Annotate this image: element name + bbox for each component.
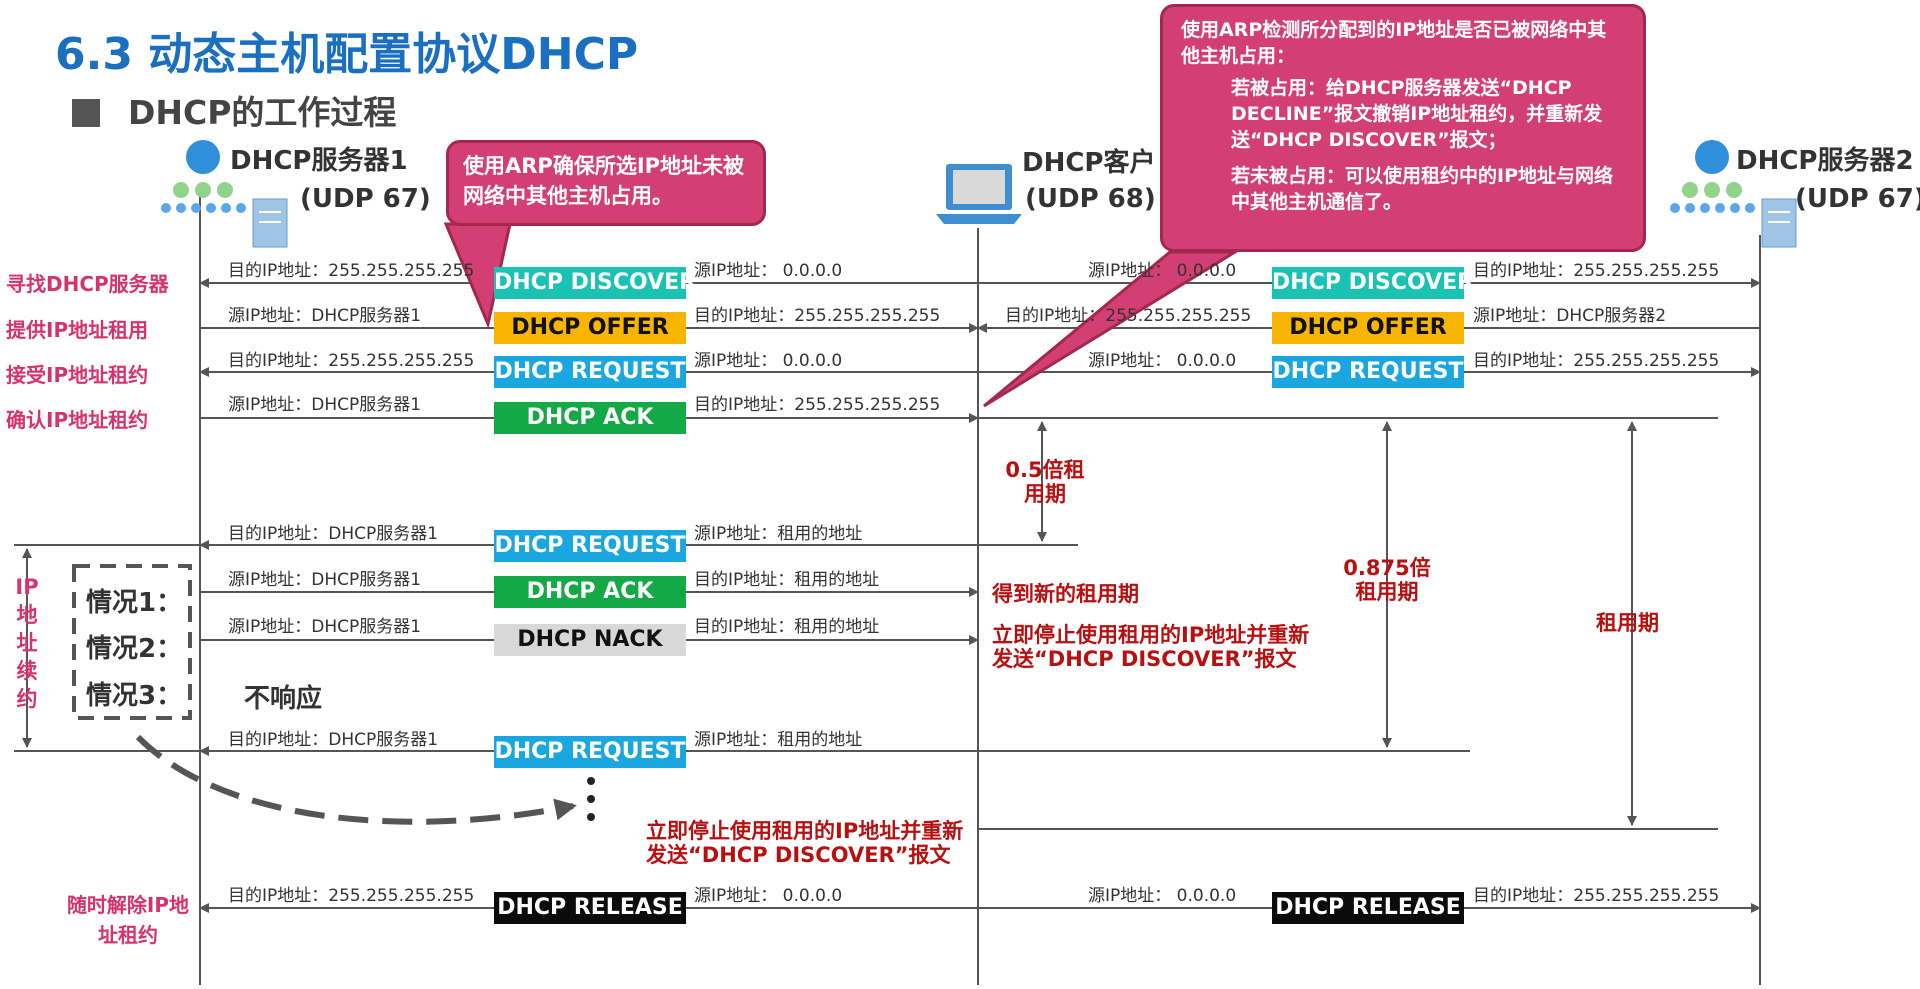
addr-label: 目的IP地址：DHCP服务器1 bbox=[228, 730, 439, 750]
step-confirm-lease: 确认IP地址租约 bbox=[6, 408, 149, 432]
arp-detect-free: 若未被占用：可以使用租约中的IP地址与网络中其他主机通信了。 bbox=[1231, 165, 1613, 213]
msg-ack-renew: DHCP ACK bbox=[494, 576, 686, 608]
addr-label: 目的IP地址：255.255.255.255 bbox=[228, 886, 475, 906]
msg-request-renew-2: DHCP REQUEST bbox=[494, 736, 686, 768]
arp-detect-used: 若被占用：给DHCP服务器发送“DHCP DECLINE”报文撤销IP地址租约，… bbox=[1231, 77, 1603, 151]
client-name: DHCP客户 bbox=[1022, 148, 1156, 178]
msg-offer-2: DHCP OFFER bbox=[1272, 312, 1464, 344]
addr-label: 源IP地址： 0.0.0.0 bbox=[694, 886, 843, 906]
addr-label: 目的IP地址：255.255.255.255 bbox=[228, 261, 475, 281]
new-lease-note: 得到新的租用期 bbox=[992, 582, 1139, 606]
no-response-label: 不响应 bbox=[244, 684, 323, 714]
msg-discover-2: DHCP DISCOVER bbox=[1272, 267, 1474, 299]
msg-request-2: DHCP REQUEST bbox=[1272, 356, 1464, 388]
addr-label: 源IP地址： 0.0.0.0 bbox=[1088, 351, 1237, 371]
msg-release-2: DHCP RELEASE bbox=[1272, 892, 1464, 924]
addr-label: 源IP地址： 0.0.0.0 bbox=[694, 261, 843, 281]
step-find-server: 寻找DHCP服务器 bbox=[6, 272, 169, 296]
server2-port: (UDP 67) bbox=[1795, 184, 1920, 214]
msg-request-1: DHCP REQUEST bbox=[494, 356, 686, 388]
section-subtitle: DHCP的工作过程 bbox=[72, 86, 396, 134]
addr-label: 目的IP地址：255.255.255.255 bbox=[1005, 306, 1252, 326]
stop-restart-note-2: 立即停止使用租用的IP地址并重新发送“DHCP DISCOVER”报文 bbox=[646, 819, 964, 867]
step-release-lease: 随时解除IP地址租约 bbox=[66, 893, 190, 947]
addr-label: 目的IP地址：255.255.255.255 bbox=[1473, 261, 1720, 281]
addr-label: 源IP地址：租用的地址 bbox=[694, 524, 863, 544]
server1-name: DHCP服务器1 bbox=[230, 146, 408, 176]
addr-label: 目的IP地址：255.255.255.255 bbox=[694, 395, 941, 415]
msg-discover-1: DHCP DISCOVER bbox=[494, 267, 696, 299]
page-title: 6.3 动态主机配置协议DHCP bbox=[55, 29, 639, 80]
addr-label: 目的IP地址：255.255.255.255 bbox=[228, 351, 475, 371]
server1-icon bbox=[161, 140, 288, 248]
addr-label: 源IP地址：DHCP服务器1 bbox=[228, 617, 422, 637]
addr-label: 源IP地址：DHCP服务器1 bbox=[228, 395, 422, 415]
addr-label: 源IP地址：租用的地址 bbox=[694, 730, 863, 750]
msg-offer-1: DHCP OFFER bbox=[494, 312, 686, 344]
addr-label: 源IP地址：DHCP服务器1 bbox=[228, 306, 422, 326]
server2-icon bbox=[1670, 140, 1797, 248]
addr-label: 目的IP地址：租用的地址 bbox=[694, 617, 880, 637]
addr-label: 目的IP地址：租用的地址 bbox=[694, 570, 880, 590]
arp-detect-title: 使用ARP检测所分配到的IP地址是否已被网络中其他主机占用： bbox=[1181, 19, 1607, 67]
step-offer-lease: 提供IP地址租用 bbox=[6, 318, 149, 342]
server2-name: DHCP服务器2 bbox=[1736, 146, 1914, 176]
msg-ack-1: DHCP ACK bbox=[494, 402, 686, 434]
client-port: (UDP 68) bbox=[1025, 184, 1156, 214]
step-renew-lease: IP地址续约 bbox=[15, 575, 39, 711]
addr-label: 目的IP地址：255.255.255.255 bbox=[694, 306, 941, 326]
server1-port: (UDP 67) bbox=[300, 184, 431, 214]
addr-label: 源IP地址： 0.0.0.0 bbox=[1088, 886, 1237, 906]
addr-label: 目的IP地址：255.255.255.255 bbox=[1473, 351, 1720, 371]
half-lease-note: 0.5倍租用期 bbox=[1005, 458, 1085, 506]
seven-eighths-note: 0.875倍租用期 bbox=[1343, 556, 1431, 604]
addr-label: 目的IP地址：DHCP服务器1 bbox=[228, 524, 439, 544]
msg-release-1: DHCP RELEASE bbox=[494, 892, 686, 924]
arp-check-text: 使用ARP确保所选IP地址未被网络中其他主机占用。 bbox=[463, 154, 745, 208]
addr-label: 源IP地址： 0.0.0.0 bbox=[1088, 261, 1237, 281]
stop-restart-note-1: 立即停止使用租用的IP地址并重新发送“DHCP DISCOVER”报文 bbox=[992, 623, 1310, 671]
msg-nack: DHCP NACK bbox=[494, 624, 686, 656]
arp-check-callout: 使用ARP确保所选IP地址未被网络中其他主机占用。 bbox=[446, 140, 766, 226]
arp-detect-callout: 使用ARP检测所分配到的IP地址是否已被网络中其他主机占用： 若被占用：给DHC… bbox=[1160, 4, 1646, 252]
case-1-label: 情况1： bbox=[86, 588, 183, 618]
subtitle-text: DHCP的工作过程 bbox=[128, 93, 397, 132]
step-accept-lease: 接受IP地址租约 bbox=[6, 363, 149, 387]
addr-label: 目的IP地址：255.255.255.255 bbox=[1473, 886, 1720, 906]
addr-label: 源IP地址： 0.0.0.0 bbox=[694, 351, 843, 371]
bullet-square-icon bbox=[72, 99, 100, 127]
addr-label: 源IP地址：DHCP服务器2 bbox=[1473, 306, 1667, 326]
case-2-label: 情况2： bbox=[86, 634, 183, 664]
laptop-icon bbox=[936, 164, 1022, 224]
lease-note: 租用期 bbox=[1596, 611, 1659, 635]
case-3-label: 情况3： bbox=[86, 681, 183, 711]
msg-request-renew: DHCP REQUEST bbox=[494, 530, 686, 562]
addr-label: 源IP地址：DHCP服务器1 bbox=[228, 570, 422, 590]
